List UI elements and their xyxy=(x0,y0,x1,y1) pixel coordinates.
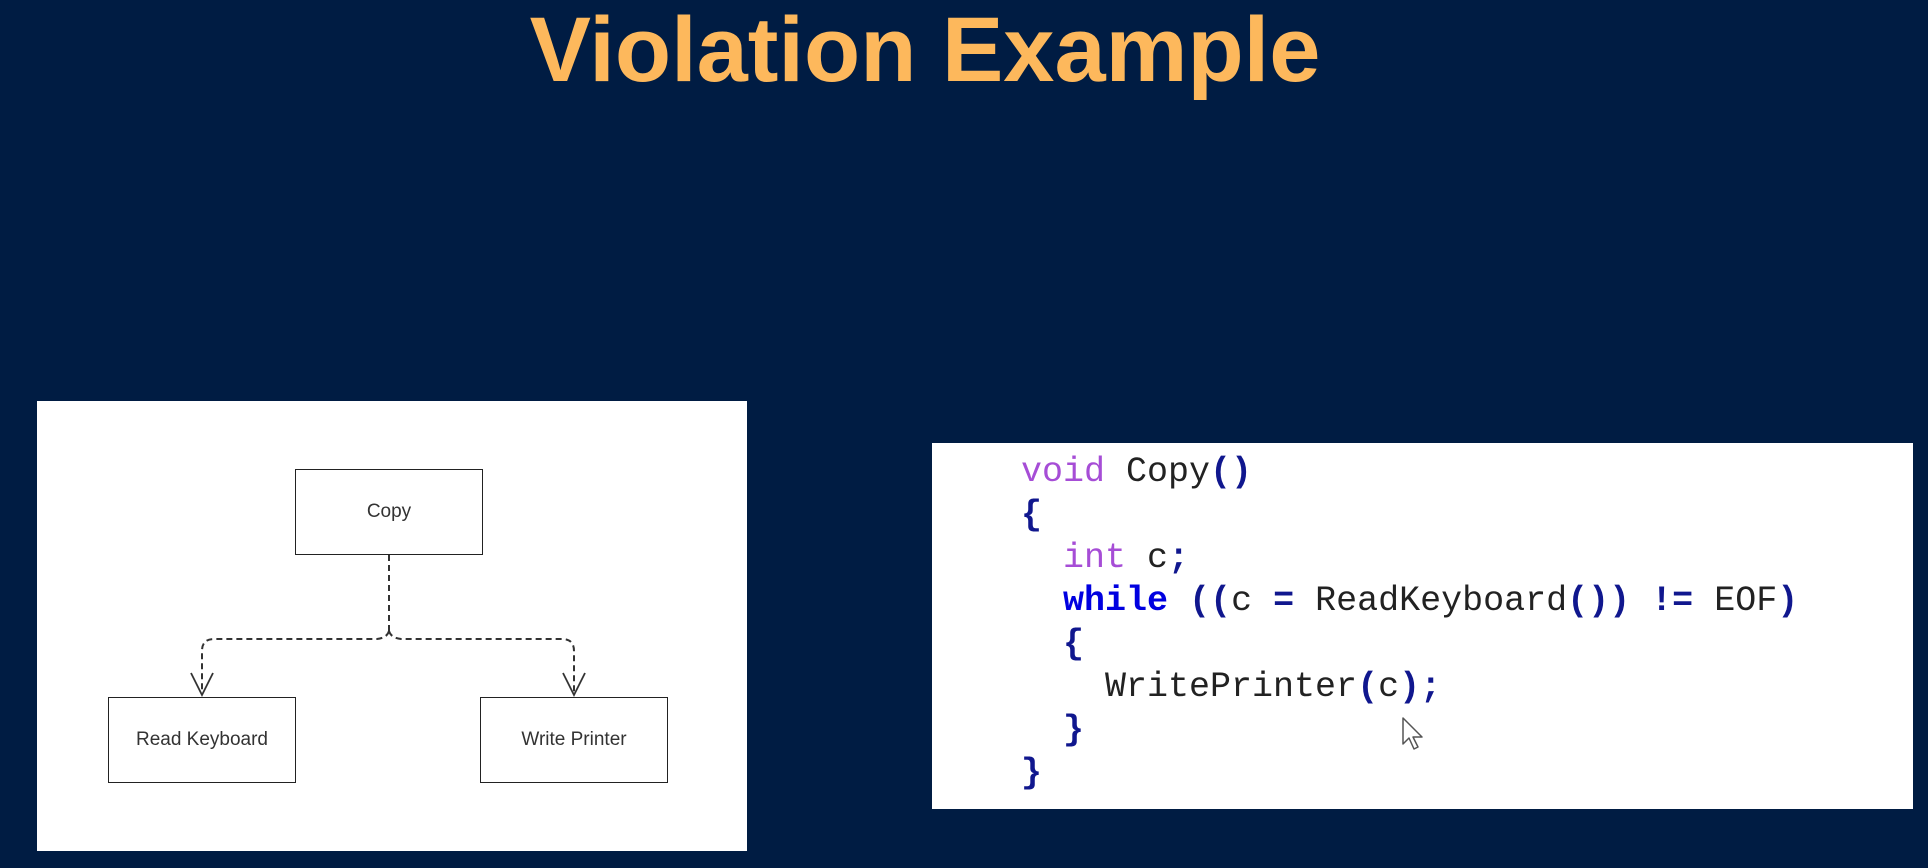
read-keyboard-module-box: Read Keyboard xyxy=(108,697,296,783)
code-listing-panel: void Copy(){ int c; while ((c = ReadKeyb… xyxy=(932,443,1913,809)
copy-module-box: Copy xyxy=(295,469,483,555)
code-token-writeprinter: WritePrinter xyxy=(1105,667,1358,707)
code-token-parens: () xyxy=(1210,452,1253,492)
code-token-while: while xyxy=(1063,581,1169,621)
code-token-close-brace-inner: } xyxy=(1063,710,1085,750)
code-token-close-brace: } xyxy=(1021,753,1043,793)
dependency-diagram: Copy Read Keyboard Write Printer xyxy=(37,401,747,851)
arrowhead-read-keyboard xyxy=(190,672,214,698)
code-token-c: c xyxy=(1126,538,1169,578)
code-token-close-paren-semicolon: ); xyxy=(1399,667,1442,707)
code-token-open-paren: ( xyxy=(1357,667,1379,707)
code-token-readkeyboard: ReadKeyboard xyxy=(1294,581,1568,621)
code-token-copy: Copy xyxy=(1105,452,1211,492)
code-token-arg-c: c xyxy=(1378,667,1400,707)
slide-title: Violation Example xyxy=(529,0,1321,101)
copy-module-label: Copy xyxy=(366,501,412,522)
code-token-open-brace: { xyxy=(1021,495,1043,535)
code-listing: void Copy(){ int c; while ((c = ReadKeyb… xyxy=(1021,451,1798,795)
code-token-close-paren: ) xyxy=(1777,581,1799,621)
code-token-eof: EOF xyxy=(1693,581,1778,621)
code-token-void: void xyxy=(1021,452,1106,492)
code-token-c-var: c xyxy=(1231,581,1274,621)
code-line-3: int c; xyxy=(1021,537,1798,580)
code-line-7: } xyxy=(1021,709,1798,752)
mouse-pointer-icon xyxy=(1402,717,1423,750)
diagram-connectors xyxy=(190,555,586,698)
code-token-open-brace-inner: { xyxy=(1063,624,1085,664)
code-token-space xyxy=(1630,581,1651,621)
code-line-5: { xyxy=(1021,623,1798,666)
code-line-8: } xyxy=(1021,752,1798,795)
code-line-6: WritePrinter(c); xyxy=(1021,666,1798,709)
code-token-semicolon: ; xyxy=(1168,538,1190,578)
code-token-not-equal: != xyxy=(1651,581,1694,621)
code-token-assign: = xyxy=(1273,581,1295,621)
code-token-open-parens: (( xyxy=(1168,581,1232,621)
write-printer-module-label: Write Printer xyxy=(521,729,627,750)
code-token-int: int xyxy=(1063,538,1127,578)
arrowhead-write-printer xyxy=(562,672,586,698)
connector-to-read-keyboard xyxy=(201,630,390,693)
code-token-call-parens: ()) xyxy=(1567,581,1631,621)
code-line-2: { xyxy=(1021,494,1798,537)
code-line-1: void Copy() xyxy=(1021,451,1798,494)
connector-to-write-printer xyxy=(388,630,575,693)
write-printer-module-box: Write Printer xyxy=(480,697,668,783)
read-keyboard-module-label: Read Keyboard xyxy=(135,729,269,750)
code-line-4: while ((c = ReadKeyboard()) != EOF) xyxy=(1021,580,1798,623)
